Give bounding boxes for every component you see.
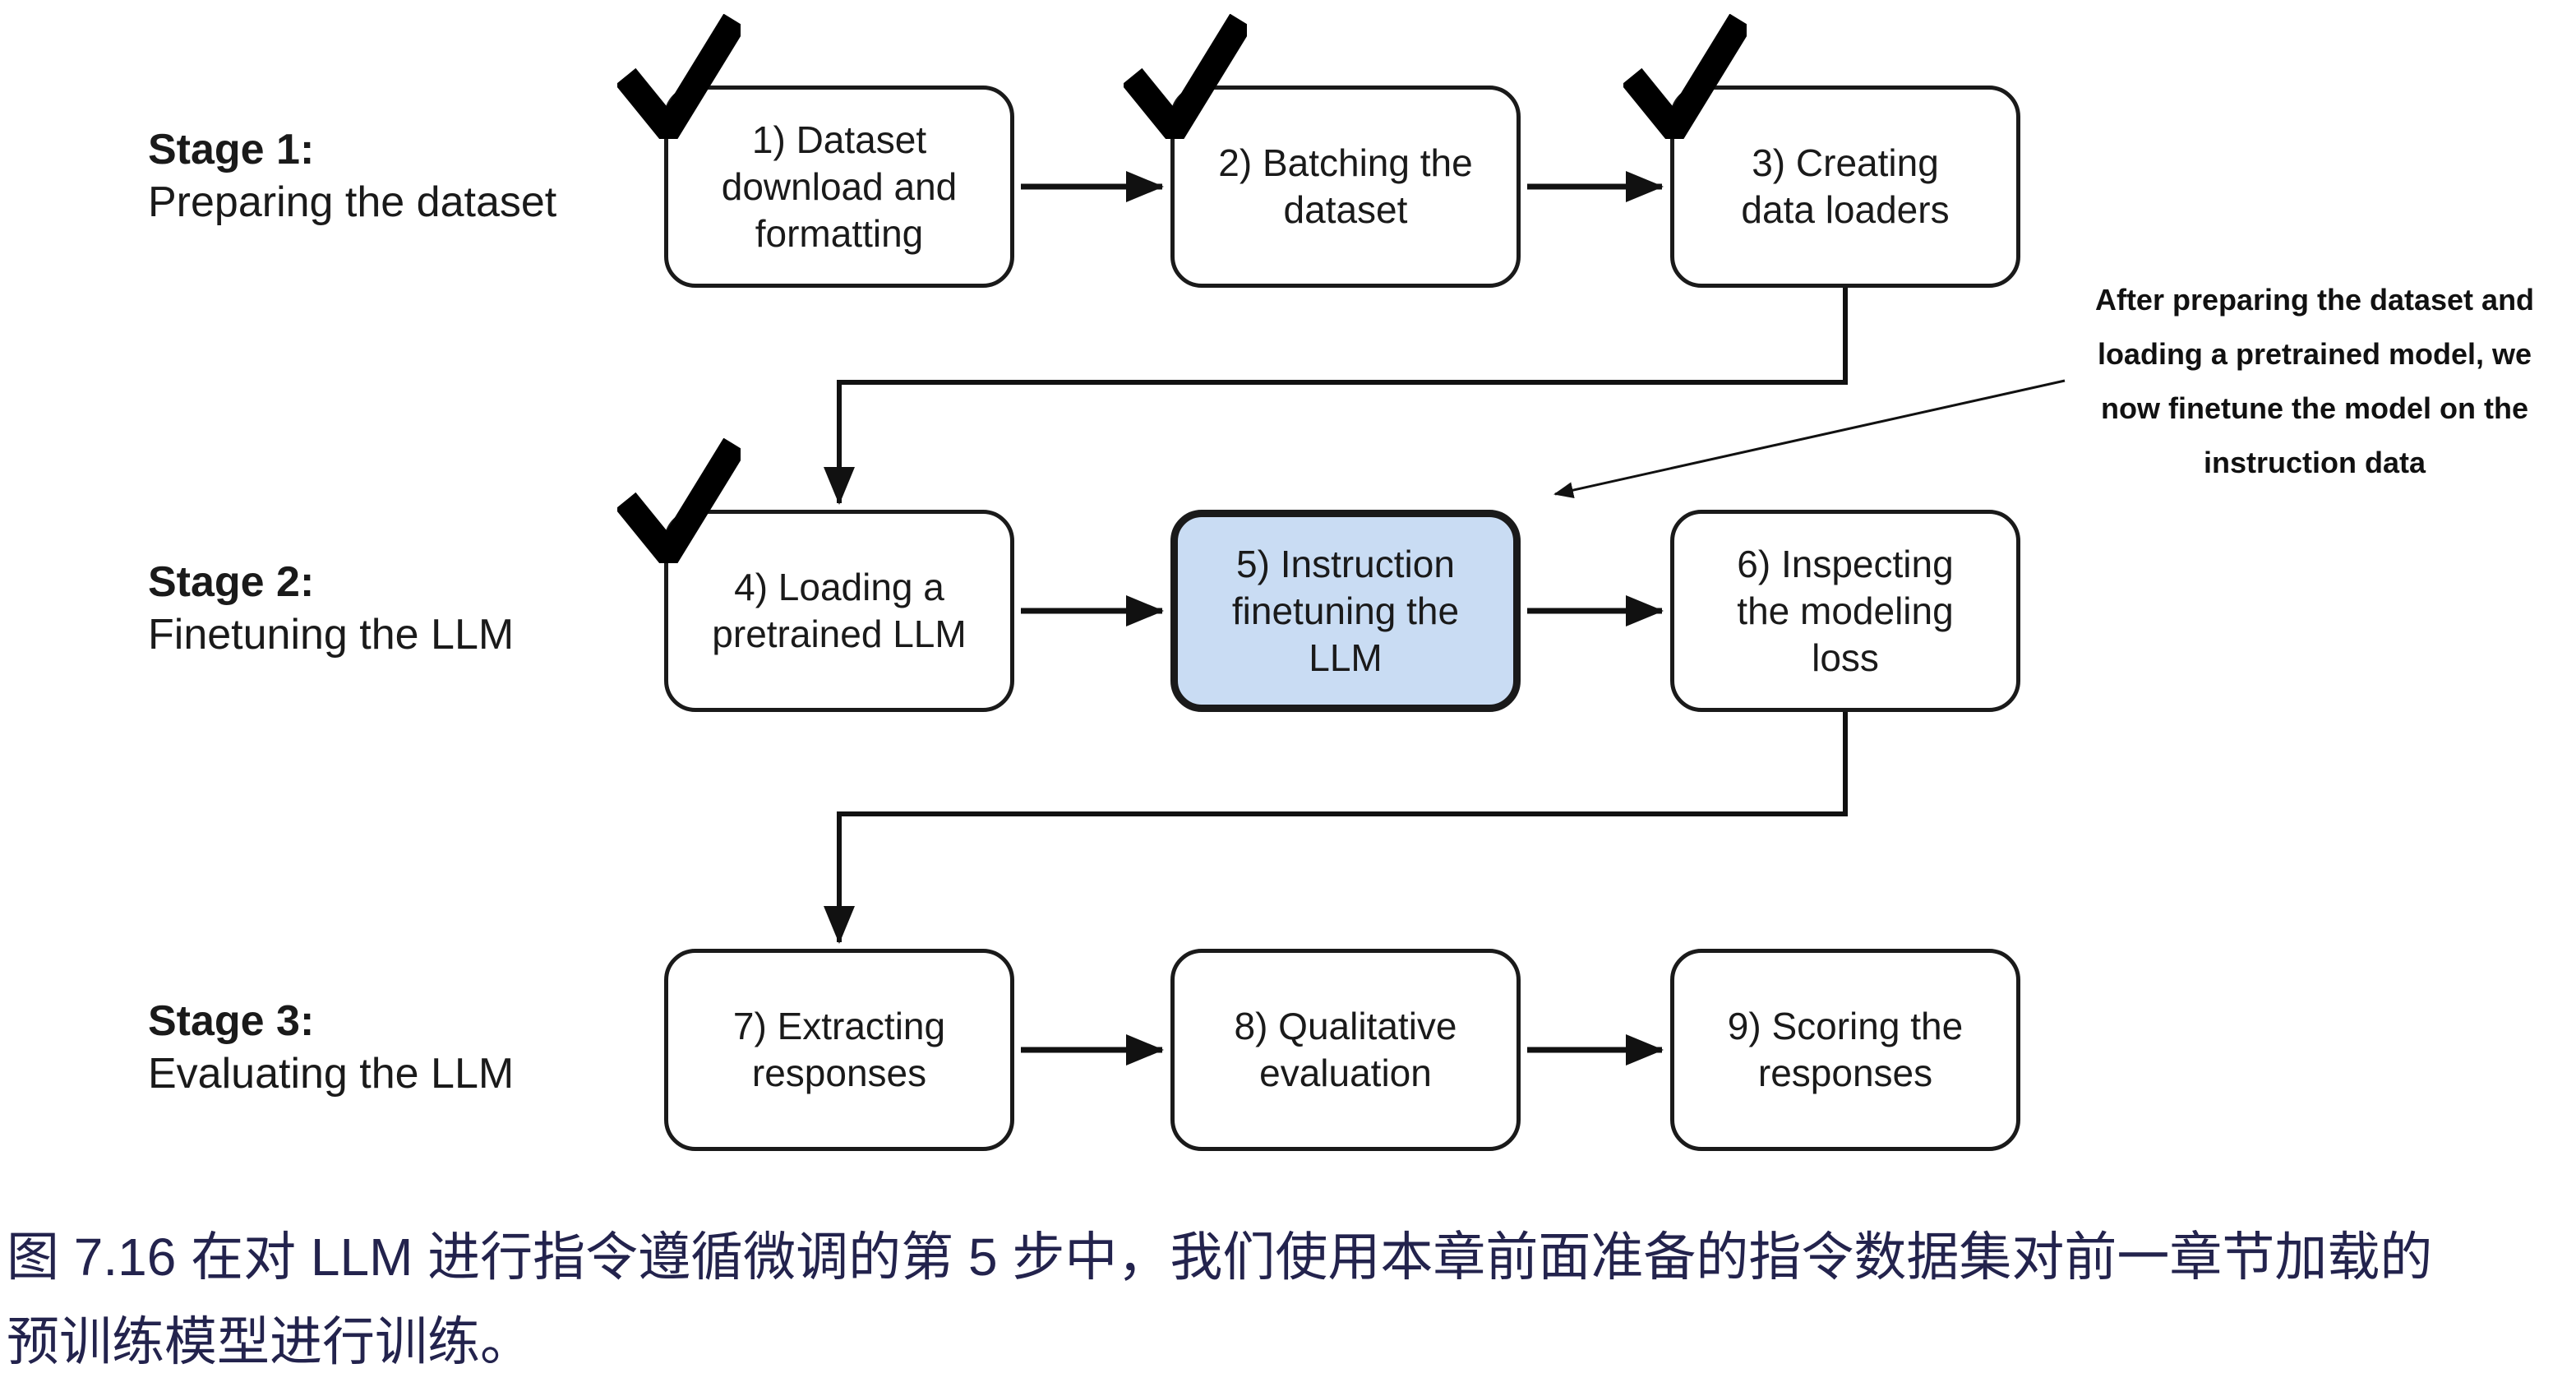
step-6-label: 6) Inspecting the modeling loss — [1737, 542, 1954, 679]
elbow-step6-step7 — [824, 712, 1848, 944]
stage-1-label: Stage 1: Preparing the dataset — [148, 123, 556, 229]
step-5-box-highlighted: 5) Instruction finetuning the LLM — [1170, 510, 1521, 712]
figure-caption: 图 7.16 在对 LLM 进行指令遵循微调的第 5 步中，我们使用本章前面准备… — [7, 1227, 2433, 1371]
stage-2-subtitle: Finetuning the LLM — [148, 611, 515, 659]
step-1-box: 1) Dataset download and formatting — [617, 14, 1014, 288]
step-6-box: 6) Inspecting the modeling loss — [1670, 510, 2020, 712]
step-5-label: 5) Instruction finetuning the LLM — [1231, 542, 1460, 679]
step-7-label: 7) Extracting responses — [732, 1005, 946, 1094]
annotation-note: After preparing the dataset and loading … — [2094, 283, 2535, 479]
check-icon — [617, 14, 741, 139]
check-icon — [1623, 14, 1747, 139]
stage-3-label: Stage 3: Evaluating the LLM — [148, 995, 514, 1100]
check-icon — [617, 438, 741, 563]
stage-1-subtitle: Preparing the dataset — [148, 178, 557, 226]
step-3-label: 3) Creating data loaders — [1741, 141, 1950, 231]
step-8-box: 8) Qualitative evaluation — [1170, 949, 1521, 1151]
stage-1-title: Stage 1: — [148, 126, 315, 173]
stage-2-title: Stage 2: — [148, 558, 315, 606]
stage-2-label: Stage 2: Finetuning the LLM — [148, 556, 514, 661]
stage-3-title: Stage 3: — [148, 997, 315, 1045]
elbow-step3-step4 — [824, 288, 1848, 505]
check-icon — [1124, 14, 1247, 139]
step-9-label: 9) Scoring the responses — [1727, 1005, 1964, 1094]
stage-3-subtitle: Evaluating the LLM — [148, 1050, 515, 1098]
step-9-box: 9) Scoring the responses — [1670, 949, 2020, 1151]
step-4-box: 4) Loading a pretrained LLM — [617, 438, 1014, 712]
step-4-label: 4) Loading a pretrained LLM — [712, 566, 967, 655]
annotation-pointer-arrow — [1553, 379, 2066, 498]
step-2-box: 2) Batching the dataset — [1124, 14, 1521, 288]
step-7-box: 7) Extracting responses — [664, 949, 1014, 1151]
step-2-label: 2) Batching the dataset — [1218, 141, 1473, 231]
step-8-label: 8) Qualitative evaluation — [1234, 1005, 1457, 1094]
step-3-box: 3) Creating data loaders — [1623, 14, 2020, 288]
step-1-label: 1) Dataset download and formatting — [721, 118, 958, 255]
